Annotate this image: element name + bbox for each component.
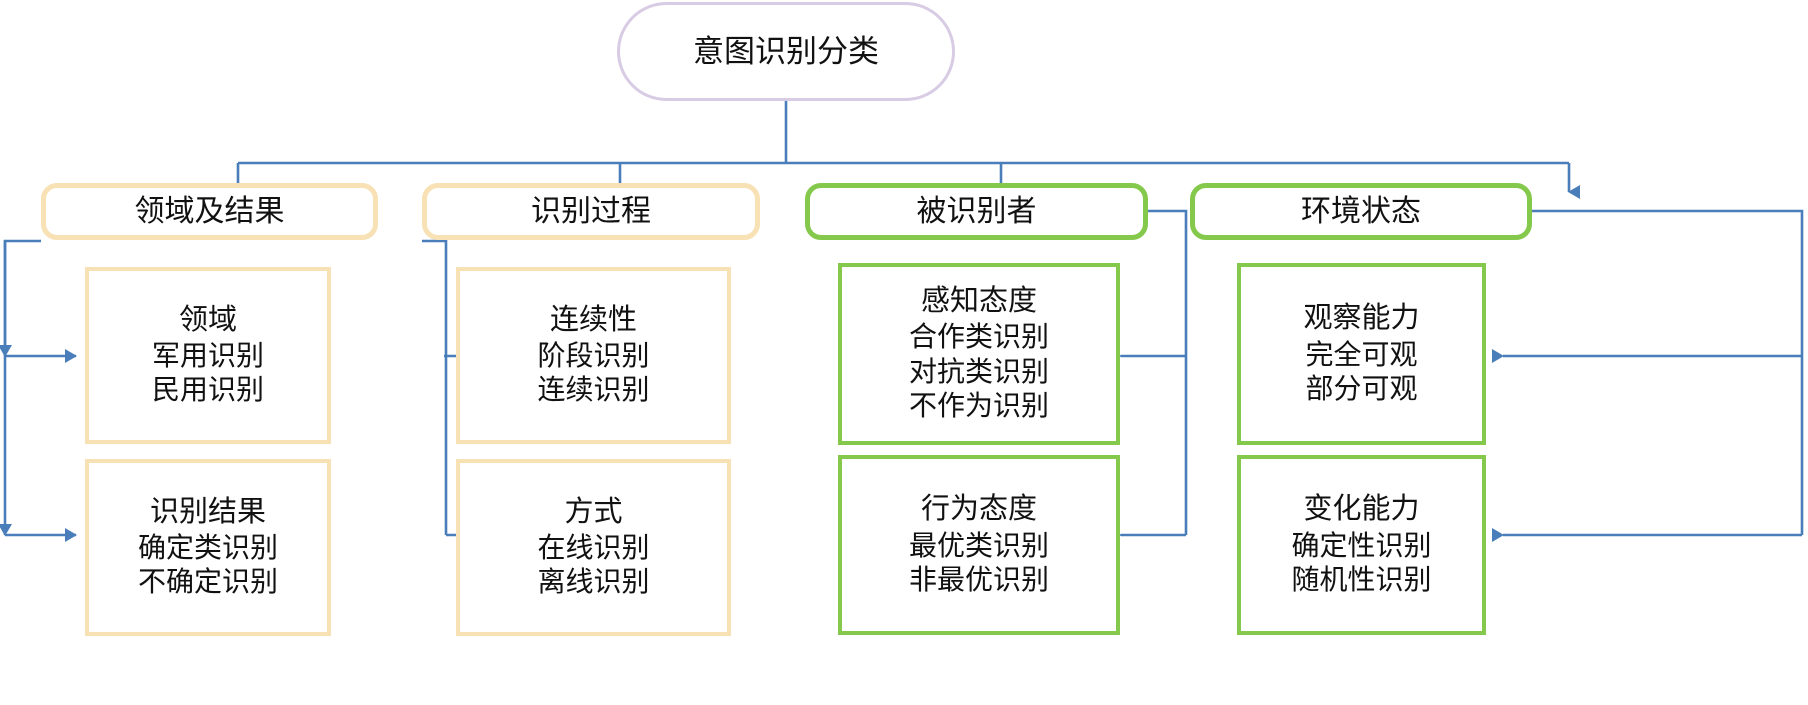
child-line: 确定性识别 [1291,530,1432,562]
category-header-4[interactable]: 环境状态 [1190,183,1532,240]
child-line: 民用识别 [151,375,264,407]
child-line: 合作类识别 [908,322,1049,354]
wire-col4-bus [1532,209,1804,535]
child-line: 非最优识别 [908,564,1049,596]
child-line: 对抗类识别 [908,356,1049,388]
category-4-child-1[interactable]: 观察能力 完全可观 部分可观 [1237,263,1486,445]
child-title: 方式 [564,495,623,528]
wire-col3-bus [1148,209,1188,535]
child-title: 领域 [178,303,237,336]
child-title: 感知态度 [920,285,1037,318]
category-3-child-2[interactable]: 行为态度 最优类识别 非最优识别 [838,455,1120,635]
root-node-label: 意图识别分类 [693,33,879,69]
child-line: 连续识别 [537,375,650,407]
child-line: 确定类识别 [137,533,278,565]
wire-col1-child1 [0,239,41,357]
category-header-1-label: 领域及结果 [134,194,285,228]
category-header-4-label: 环境状态 [1301,194,1421,228]
category-2-child-2[interactable]: 方式 在线识别 离线识别 [456,459,731,636]
child-line: 完全可观 [1305,339,1418,371]
child-line: 随机性识别 [1291,564,1432,596]
category-3-child-1[interactable]: 感知态度 合作类识别 对抗类识别 不作为识别 [838,263,1120,445]
category-header-3[interactable]: 被识别者 [805,183,1148,240]
child-line: 阶段识别 [537,341,650,373]
root-node[interactable]: 意图识别分类 [617,2,955,101]
wire-col2-bus [422,239,448,535]
child-title: 观察能力 [1303,302,1420,335]
category-header-3-label: 被识别者 [916,194,1037,228]
child-line: 不作为识别 [908,390,1049,422]
child-title: 变化能力 [1303,493,1420,526]
category-header-2[interactable]: 识别过程 [422,183,760,240]
category-4-child-2[interactable]: 变化能力 确定性识别 随机性识别 [1237,455,1486,635]
category-2-child-1[interactable]: 连续性 阶段识别 连续识别 [456,267,731,444]
child-line: 不确定识别 [137,567,278,599]
child-line: 部分可观 [1305,373,1418,405]
child-line: 在线识别 [537,533,650,565]
category-1-child-2[interactable]: 识别结果 确定类识别 不确定识别 [85,459,331,636]
category-1-child-1[interactable]: 领域 军用识别 民用识别 [85,267,331,444]
category-header-2-label: 识别过程 [531,194,651,228]
child-title: 识别结果 [149,495,266,528]
child-line: 离线识别 [537,567,650,599]
child-title: 连续性 [549,303,637,336]
category-header-1[interactable]: 领域及结果 [41,183,378,240]
child-title: 行为态度 [920,493,1037,526]
child-line: 军用识别 [151,341,264,373]
child-line: 最优类识别 [908,530,1049,562]
